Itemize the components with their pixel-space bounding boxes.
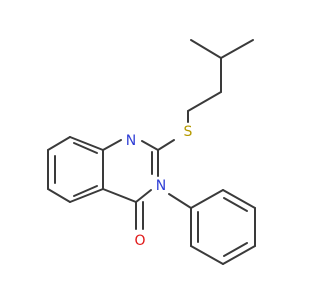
sulfur-label: S <box>184 124 193 140</box>
molecule-canvas: N N S O <box>47 39 256 265</box>
oxygen-label: O <box>134 233 145 249</box>
structure-diagram: N N S O <box>47 39 256 265</box>
pyrimidinone-ring <box>102 139 159 203</box>
phenyl-ring <box>168 189 256 265</box>
nitrogen-1-label: N <box>126 133 136 149</box>
benzo-ring <box>47 136 104 203</box>
carbonyl-bond <box>135 201 144 230</box>
isopentyl-chain <box>157 39 254 151</box>
nitrogen-3-label: N <box>156 178 166 194</box>
